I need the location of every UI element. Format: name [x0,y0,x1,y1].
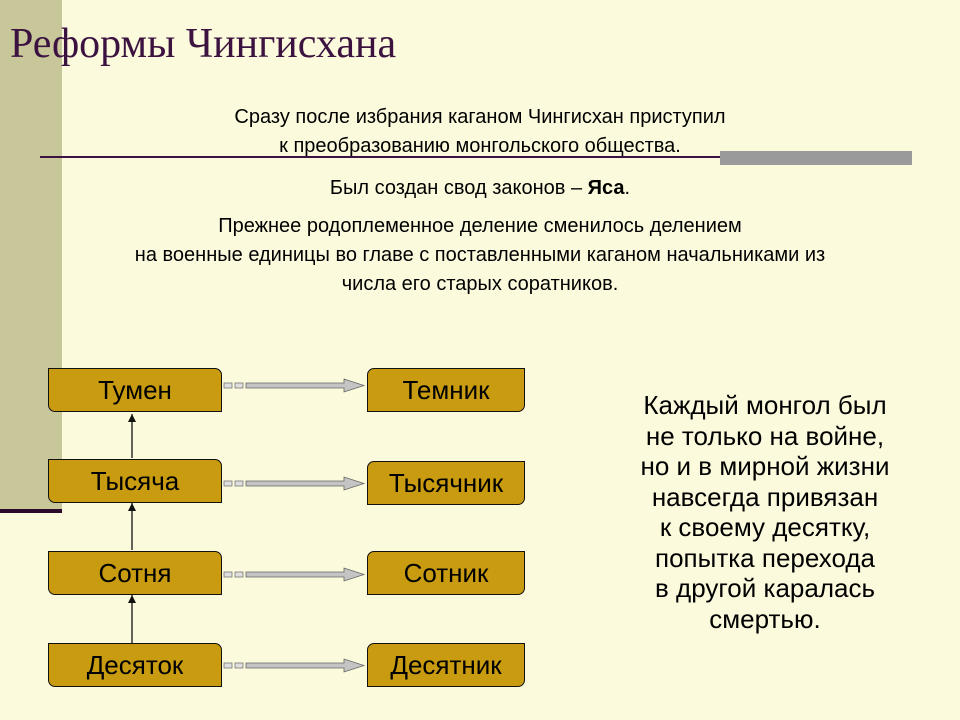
commander-box-tysyachnik: Тысячник [367,461,525,505]
unit-box-hundred: Сотня [48,551,222,595]
yasa-term: Яса [587,177,625,199]
unit-box-tumen: Тумен [48,368,222,412]
decorative-side-line [0,509,62,513]
side-note-line: в другой каралась [655,573,875,603]
division-line-3: числа его старых соратников. [341,273,619,295]
division-line-1: Прежнее родоплеменное деление сменилось … [218,215,742,237]
decorative-gray-bar [720,151,912,165]
side-note-line: навсегда привязан [651,481,879,512]
side-note: Каждый монгол был не только на войне, но… [560,390,960,634]
side-note-line: Каждый монгол был [643,390,887,420]
intro-paragraph: Сразу после избрания каганом Чингисхан п… [0,103,960,161]
side-note-line: попытка перехода [655,542,875,573]
yasa-paragraph: Был создан свод законов – Яса. [0,174,960,203]
yasa-suffix: . [624,177,631,199]
decorative-side-bar [0,0,62,512]
commander-box-temnik: Темник [367,368,525,412]
side-note-line: к своему десятку, [659,512,871,542]
side-note-line: смертью. [709,603,821,634]
division-line-2: на военные единицы во главе с поставленн… [134,244,826,266]
intro-line-2: к преобразованию монгольского общества. [279,135,681,157]
side-note-line: не только на войне, [645,420,885,451]
commander-box-desyatnik: Десятник [367,643,525,687]
unit-box-ten: Десяток [48,643,222,687]
arrow-right-ten [223,658,366,673]
arrow-right-hundred [223,567,366,582]
division-paragraph: Прежнее родоплеменное деление сменилось … [0,212,960,299]
side-note-line: но и в мирной жизни [640,451,890,481]
commander-box-sotnik: Сотник [367,551,525,595]
yasa-prefix: Был создан свод законов – [329,177,588,199]
arrow-right-tumen [223,378,366,393]
slide-title: Реформы Чингисхана [10,21,397,67]
unit-box-thousand: Тысяча [48,459,222,503]
arrow-right-thousand [223,476,366,491]
decorative-rule [40,156,912,158]
intro-line-1: Сразу после избрания каганом Чингисхан п… [234,106,726,128]
